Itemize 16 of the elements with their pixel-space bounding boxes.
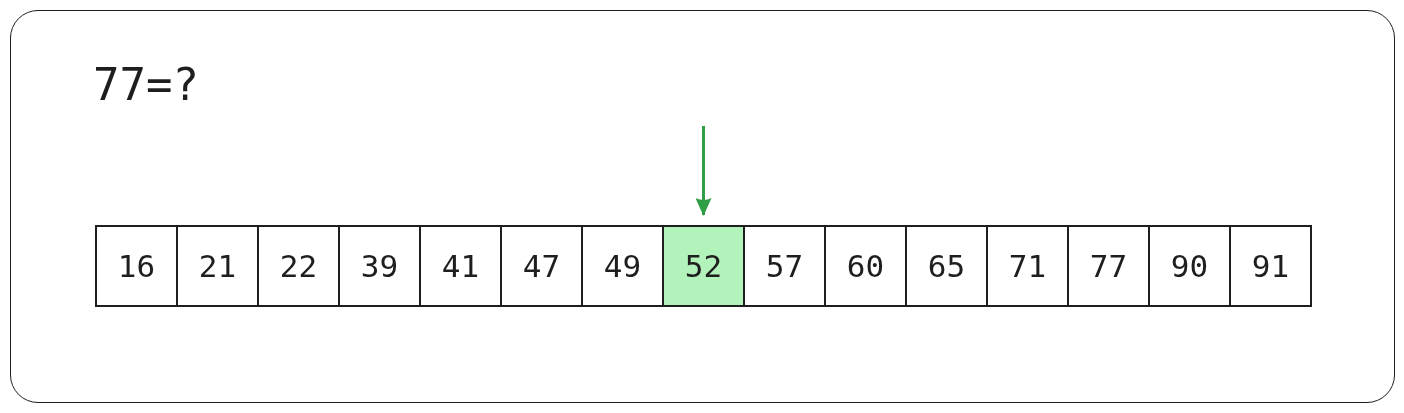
array-cell: 47 xyxy=(500,225,583,307)
highlighted-array-cell: 52 xyxy=(662,225,745,307)
title: 77=? xyxy=(93,60,199,110)
array-cell: 21 xyxy=(176,225,259,307)
array-cell: 49 xyxy=(581,225,664,307)
array-cell: 41 xyxy=(419,225,502,307)
array-cell: 57 xyxy=(743,225,826,307)
array-cell: 22 xyxy=(257,225,340,307)
array-cell: 91 xyxy=(1229,225,1312,307)
array-cell: 60 xyxy=(824,225,907,307)
array-cell: 77 xyxy=(1067,225,1150,307)
array-cell: 65 xyxy=(905,225,988,307)
array-cell: 39 xyxy=(338,225,421,307)
array-cell: 90 xyxy=(1148,225,1231,307)
array-cell: 71 xyxy=(986,225,1069,307)
array-cell: 16 xyxy=(95,225,178,307)
